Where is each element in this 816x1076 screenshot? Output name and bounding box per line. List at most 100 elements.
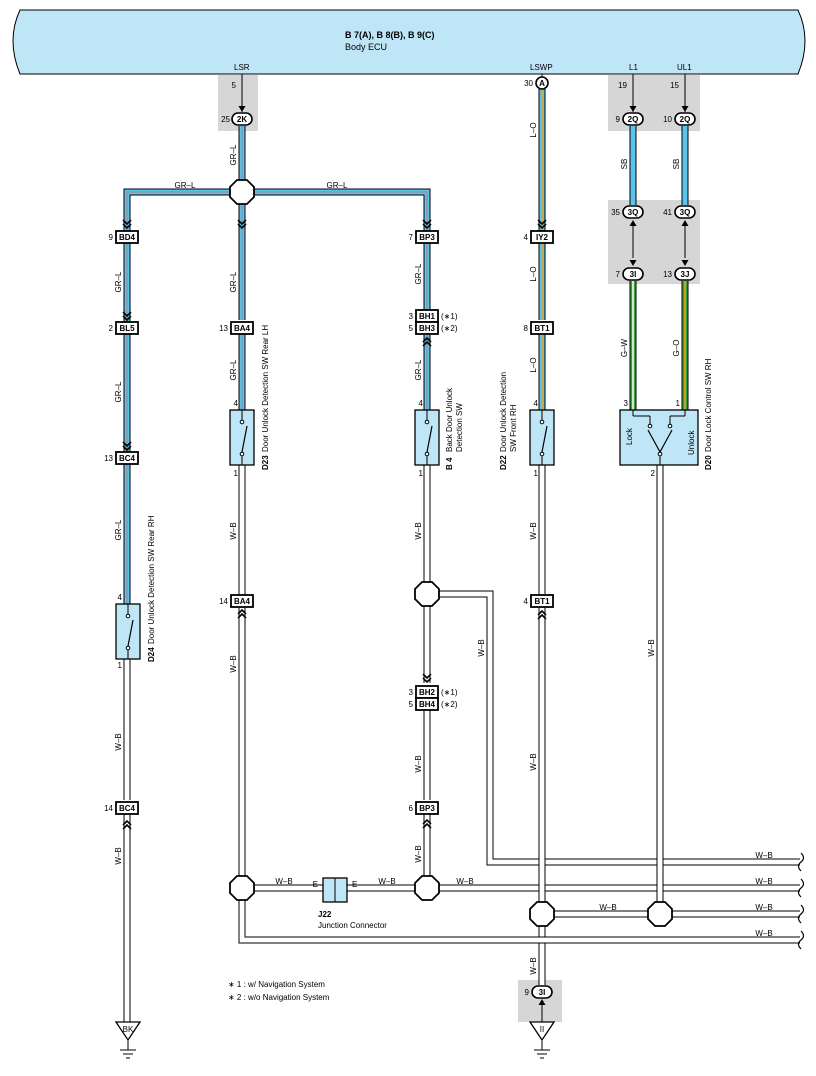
- wire-label-sb: SB: [672, 159, 681, 170]
- wire-label-w_b: W–B: [599, 903, 616, 912]
- svg-text:D24: D24: [147, 647, 156, 662]
- pin-d22-1: 1: [534, 469, 539, 478]
- wire-label-w_b: W–B: [378, 877, 395, 886]
- ground-bk: BK: [114, 1021, 142, 1059]
- pin-number: 8: [524, 324, 529, 333]
- j22-pin-left: E: [313, 880, 318, 889]
- wire-label-w_b: W–B: [755, 877, 772, 886]
- connector-label: BC4: [119, 454, 136, 463]
- wire-label-w_b: W–B: [114, 733, 123, 750]
- pin-2q-right: 10: [663, 115, 672, 124]
- j22-code: J22: [318, 910, 332, 919]
- connector-label: BP3: [419, 804, 435, 813]
- connector-label: BT1: [534, 324, 550, 333]
- wire-label-w_b: W–B: [529, 753, 538, 770]
- pin-number: 3: [409, 688, 414, 697]
- label-d22: D22 Door Unlock Detection SW Front RH: [499, 372, 518, 470]
- wire-label-gr_l: GR–L: [327, 181, 348, 190]
- connector-2q-right: 2Q: [674, 112, 696, 126]
- pin-d23-1: 1: [234, 469, 239, 478]
- svg-text:2K: 2K: [237, 115, 247, 124]
- svg-text:D23: D23: [261, 455, 270, 470]
- pin-lswp: 30: [524, 79, 533, 88]
- wire-label-w_b: W–B: [529, 957, 538, 974]
- connector-3j: 3J: [674, 267, 696, 281]
- pin-number: 7: [409, 233, 414, 242]
- pin-number: 3: [409, 312, 414, 321]
- connector-3q-right: 3Q: [674, 205, 696, 219]
- pin-number: 4: [524, 233, 529, 242]
- terminal-ul1: UL1: [677, 63, 692, 72]
- switch-d24: [115, 603, 141, 660]
- svg-text:3I: 3I: [630, 270, 637, 279]
- wire-label-w_b: W–B: [755, 903, 772, 912]
- wire-label-w_b: W–B: [275, 877, 292, 886]
- pin-number: 13: [104, 454, 113, 463]
- svg-text:3Q: 3Q: [680, 208, 691, 217]
- wire-label-w_b: W–B: [229, 522, 238, 539]
- wire-break-mark: [797, 930, 805, 950]
- ground-ii: II: [528, 1021, 556, 1059]
- connector-label: BT1: [534, 597, 550, 606]
- legend-item-2: ∗ 2 : w/o Navigation System: [228, 993, 330, 1002]
- pin-number: 4: [524, 597, 529, 606]
- j22-name: Junction Connector: [318, 921, 387, 930]
- note-marker: (∗1): [441, 312, 458, 321]
- connector-label: BA4: [234, 324, 251, 333]
- connector-3i-top: 3I: [622, 267, 644, 281]
- terminal-lswp: LSWP: [530, 63, 553, 72]
- connector-bt1_top: BT1 8: [524, 321, 554, 335]
- terminal-l1: L1: [629, 63, 638, 72]
- svg-text:II: II: [540, 1025, 544, 1034]
- connector-label: BD4: [119, 233, 136, 242]
- pin-l1: 19: [618, 81, 627, 90]
- pin-d24-4: 4: [118, 593, 123, 602]
- svg-text:A: A: [539, 79, 545, 88]
- pin-3i-top: 7: [616, 270, 621, 279]
- terminal-lsr: LSR: [234, 63, 250, 72]
- wire-label-w_b: W–B: [414, 755, 423, 772]
- switch-b4: [414, 409, 440, 466]
- connector-label: BH4: [419, 700, 436, 709]
- connector-2k: 2K: [231, 112, 253, 126]
- wire-label-w_b: W–B: [477, 639, 486, 656]
- svg-text:D20: D20: [704, 455, 713, 470]
- svg-text:Door Unlock Detection SW Rear: Door Unlock Detection SW Rear RH: [147, 515, 156, 644]
- svg-text:2Q: 2Q: [680, 115, 691, 124]
- wire-label-sb: SB: [620, 159, 629, 170]
- pin-number: 6: [409, 804, 414, 813]
- connector-label: BH2: [419, 688, 436, 697]
- wire-label-w_b: W–B: [456, 877, 473, 886]
- wire-label-gr_l: GR–L: [114, 271, 123, 292]
- svg-text:Detection SW: Detection SW: [455, 403, 464, 452]
- wire-label-w_b: W–B: [755, 851, 772, 860]
- note-marker: (∗2): [441, 700, 458, 709]
- label-d24: D24 Door Unlock Detection SW Rear RH: [147, 515, 156, 662]
- svg-text:SW Front RH: SW Front RH: [509, 404, 518, 452]
- wire-label-w_b: W–B: [755, 929, 772, 938]
- ecu-title: B 7(A), B 8(B), B 9(C): [345, 30, 435, 40]
- pin-b4-1: 1: [419, 469, 424, 478]
- pin-d23-4: 4: [234, 399, 239, 408]
- wire-label-l_o: L–O: [529, 122, 538, 137]
- connector-3q-left: 3Q: [622, 205, 644, 219]
- connector-bp3_bot: BP3 6: [409, 801, 439, 815]
- switch-d22: [529, 409, 555, 466]
- connector-bh2: BH2 3 (∗1): [409, 685, 458, 699]
- svg-text:B 4: B 4: [445, 457, 454, 470]
- note-marker: (∗1): [441, 688, 458, 697]
- wire-label-l_o: L–O: [529, 357, 538, 372]
- junction-connector-j22: E E J22 Junction Connector: [313, 877, 387, 930]
- legend-item-1: ∗ 1 : w/ Navigation System: [228, 980, 325, 989]
- connector-bt1_bot: BT1 4: [524, 594, 554, 608]
- wire-label-gr_l: GR–L: [414, 263, 423, 284]
- wire-label-w_b: W–B: [114, 847, 123, 864]
- label-d23: D23 Door Unlock Detection SW Rear LH: [261, 325, 270, 470]
- connector-label: BC4: [119, 804, 136, 813]
- splice: [229, 875, 255, 901]
